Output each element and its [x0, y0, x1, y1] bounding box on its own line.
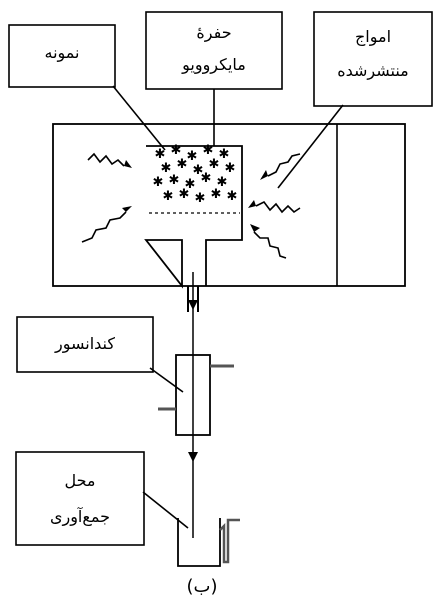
microwave-wave-right-middle: [255, 200, 301, 214]
sample-particle: ✱: [211, 187, 222, 202]
sample-particle: ✱: [169, 173, 180, 188]
sample-particle: ✱: [209, 157, 220, 172]
microwave-oven-enclosure: [52, 123, 406, 287]
collection-point-label-box: [15, 451, 145, 546]
scattered-waves-label-line2: منتشرشده: [337, 61, 409, 81]
wave-arrowhead-1: [124, 160, 132, 168]
flow-arrowhead-upper: [188, 300, 198, 310]
wave-arrowhead-4: [248, 200, 256, 208]
sample-particle: ✱: [227, 189, 238, 204]
wave-arrowhead-3: [260, 170, 268, 180]
condenser-label: کندانسور: [54, 334, 115, 354]
figure-caption: (ب): [187, 576, 218, 597]
condenser-label-box: [16, 316, 154, 373]
microwave-wave-left-top: [87, 152, 125, 167]
microwave-wave-left-bottom: [81, 211, 127, 243]
collection-flask: [177, 518, 221, 567]
scattered-waves-label-line1: امواج: [355, 27, 391, 47]
sample-particle: ✱: [153, 175, 164, 190]
waves-pointer: [277, 104, 344, 189]
microwave-cavity-vessel: [144, 145, 243, 289]
sample-particle: ✱: [225, 161, 236, 176]
collection-point-label-line1: محل: [64, 471, 95, 490]
sample-particle: ✱: [155, 147, 166, 162]
sample-particle: ✱: [185, 177, 196, 192]
microwave-wave-right-top: [267, 153, 301, 177]
collection-pointer: [142, 491, 189, 529]
microwave-wave-right-bottom: [253, 231, 287, 259]
sample-particle: ✱: [177, 157, 188, 172]
sample-label: نمونه: [45, 43, 80, 63]
scattered-waves-label-box: [313, 11, 433, 107]
microwave-cavity-label-line2: مایکروویو: [181, 55, 246, 75]
sample-particle: ✱: [193, 163, 204, 178]
sample-particles: ✱✱✱✱✱✱✱✱✱✱✱✱✱✱✱✱✱✱✱✱: [153, 143, 238, 206]
wave-arrowhead-5: [250, 224, 260, 232]
microwave-cavity-label-line1: حفرهٔ: [196, 23, 231, 43]
sample-particle: ✱: [195, 191, 206, 206]
sample-particle: ✱: [179, 187, 190, 202]
condenser-body: [175, 354, 211, 436]
sample-particle: ✱: [163, 189, 174, 204]
sample-particle: ✱: [201, 171, 212, 186]
sample-pointer: [112, 85, 166, 151]
sample-particle: ✱: [187, 149, 198, 164]
sample-particle: ✱: [217, 175, 228, 190]
sample-particle: ✱: [161, 161, 172, 176]
collection-point-label-line2: جمع‌آوری: [50, 507, 110, 527]
collection-side-arm: [219, 518, 240, 564]
sample-particle: ✱: [203, 143, 214, 158]
wave-arrowhead-2: [122, 206, 132, 212]
sample-particle: ✱: [171, 143, 182, 158]
condenser-pointer: [149, 367, 184, 393]
sample-label-box: [8, 24, 116, 88]
flow-arrowhead-lower: [188, 452, 198, 462]
sample-particle: ✱: [219, 147, 230, 162]
